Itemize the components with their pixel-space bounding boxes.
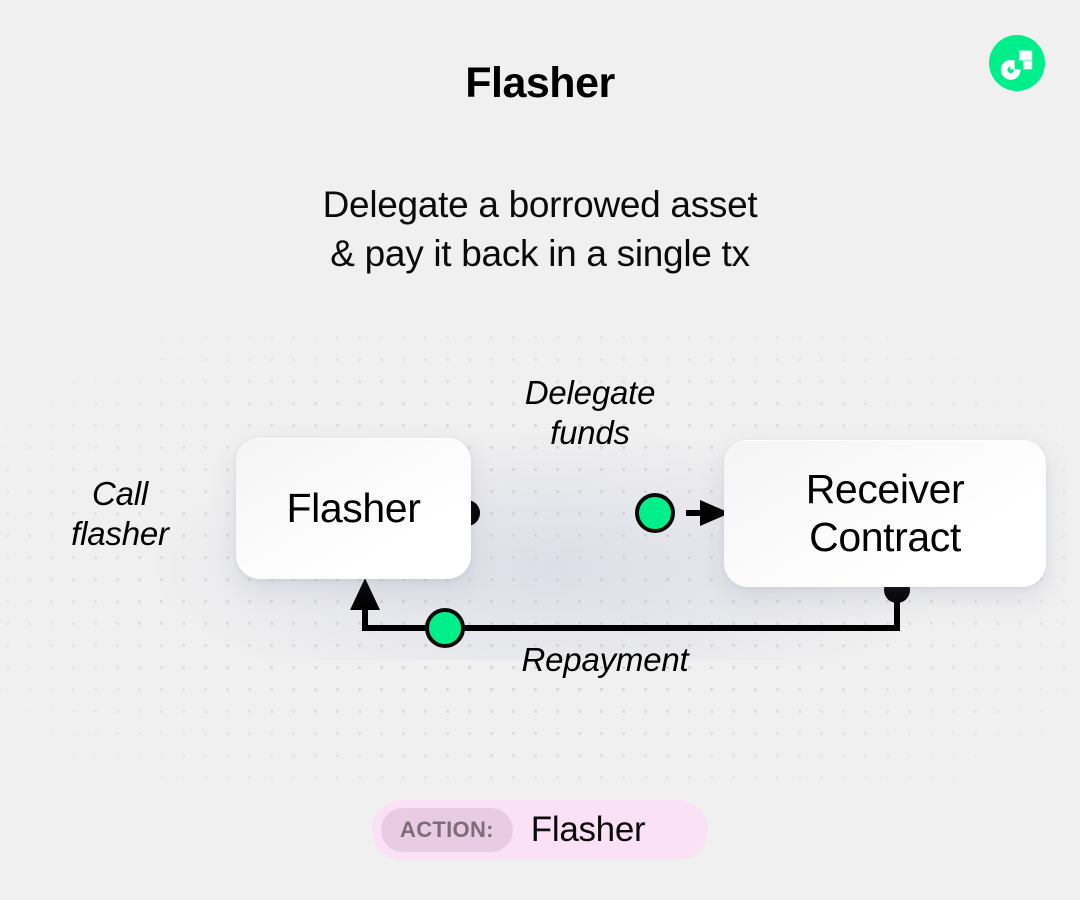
edge-repayment — [350, 577, 910, 648]
action-badge-chip: ACTION: — [381, 808, 513, 852]
flow-logo — [989, 35, 1045, 91]
node-receiver-contract[interactable]: Receiver Contract — [724, 440, 1046, 587]
action-badge[interactable]: ACTION: Flasher — [372, 800, 708, 860]
repayment-token-marker — [425, 608, 465, 648]
page-title: Flasher — [465, 59, 615, 107]
edge-label-repayment: Repayment — [521, 641, 689, 678]
node-receiver-label-line-2: Contract — [809, 513, 961, 560]
node-flasher-label: Flasher — [286, 485, 421, 531]
repayment-edge-line — [362, 590, 900, 631]
edge-label-delegate-funds: Delegate funds — [440, 373, 740, 454]
node-flasher[interactable]: Flasher — [236, 438, 471, 579]
delegate-funds-line-1: Delegate — [524, 374, 656, 411]
page-subtitle: Delegate a borrowed asset & pay it back … — [0, 180, 1080, 278]
delegate-funds-line-2: funds — [550, 414, 630, 452]
action-badge-value: Flasher — [530, 810, 646, 849]
call-flasher-line-1: Call — [91, 475, 149, 512]
edge-label-call-flasher: Call flasher — [20, 474, 220, 555]
node-receiver-label-line-1: Receiver — [805, 465, 965, 512]
repayment-arrow-head — [350, 578, 380, 610]
delegate-arrow-head — [700, 500, 730, 526]
delegate-token-marker — [635, 493, 675, 533]
node-receiver-label: Receiver Contract — [806, 466, 965, 562]
call-flasher-line-2: flasher — [71, 515, 169, 553]
flow-logo-icon — [1000, 50, 1033, 80]
subtitle-line-1: Delegate a borrowed asset — [322, 184, 758, 225]
edge-delegate-funds — [454, 493, 730, 533]
subtitle-line-2: & pay it back in a single tx — [330, 233, 750, 275]
